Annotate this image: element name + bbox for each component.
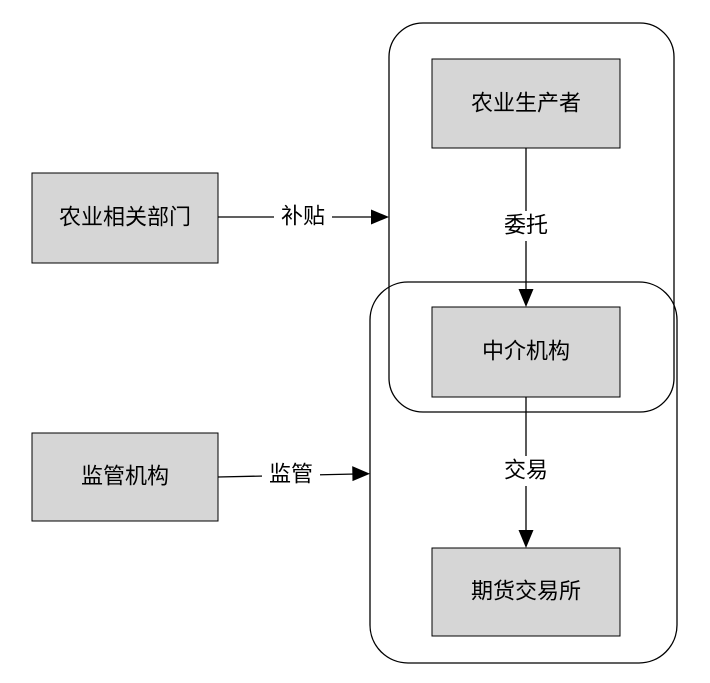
edge-entrust-arrowhead xyxy=(518,289,534,307)
edge-regulate-label: 监管 xyxy=(269,463,313,488)
node-exchange-label: 期货交易所 xyxy=(471,580,581,605)
edge-entrust-label: 委托 xyxy=(504,214,548,239)
edge-regulate-label-bg xyxy=(262,461,320,489)
node-producer-box xyxy=(431,58,621,149)
node-intermediary-label: 中介机构 xyxy=(482,340,570,365)
producer-group-boundary xyxy=(388,22,675,413)
edge-subsidy-label-bg xyxy=(274,203,332,231)
edge-subsidy-label: 补贴 xyxy=(281,205,325,230)
edge-regulate-arrowhead xyxy=(352,466,370,482)
edge-trade-arrowhead xyxy=(518,530,534,548)
node-department-box xyxy=(31,172,219,264)
node-regulator-label: 监管机构 xyxy=(81,465,169,490)
node-intermediary-box xyxy=(431,306,621,398)
node-department-label: 农业相关部门 xyxy=(59,206,191,231)
node-regulator-box xyxy=(31,432,219,522)
edge-trade-label: 交易 xyxy=(504,459,548,484)
edge-subsidy-arrowhead xyxy=(371,209,389,225)
edge-entrust-label-bg xyxy=(496,211,556,241)
node-producer-label: 农业生产者 xyxy=(471,92,581,117)
market-group-boundary xyxy=(369,281,678,664)
edge-trade-label-bg xyxy=(496,456,556,486)
node-exchange-box xyxy=(431,547,621,637)
